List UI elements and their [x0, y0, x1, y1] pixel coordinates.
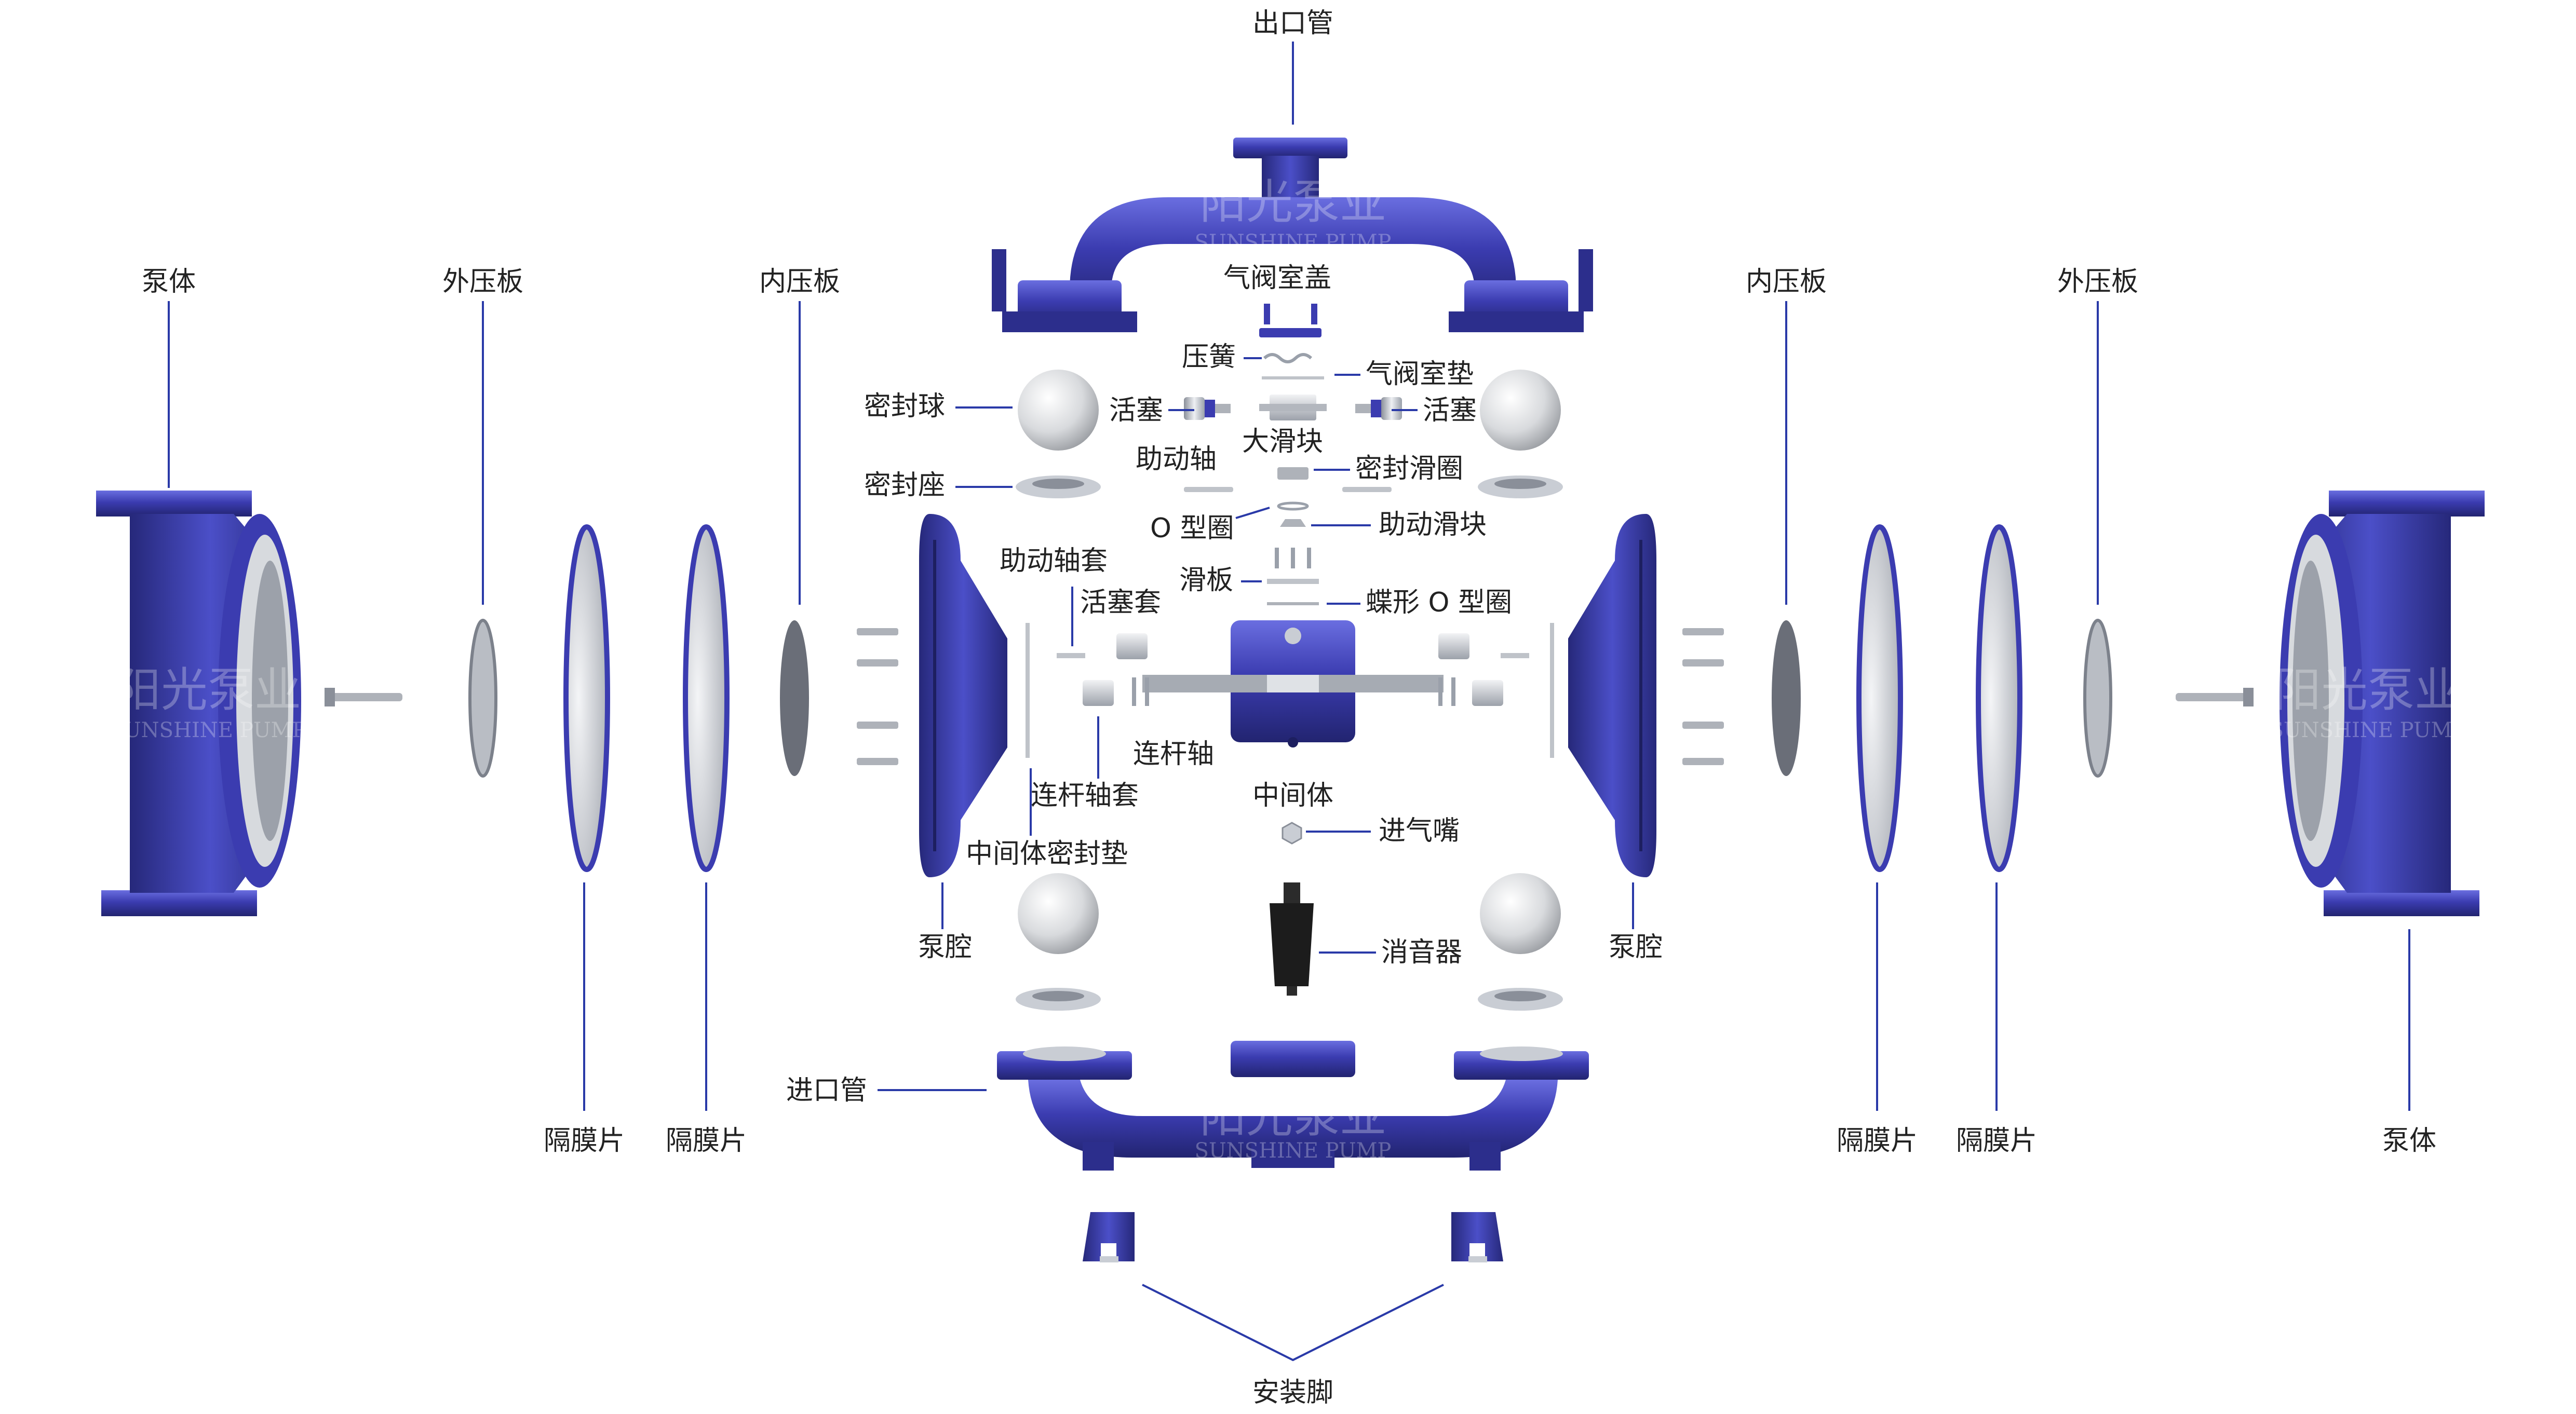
piston-left	[1184, 397, 1231, 420]
seal-seat-top-right	[1478, 475, 1563, 498]
label-butterfly-o-ring: 蝶形 O 型圈	[1366, 587, 1512, 618]
pilot-slider	[1280, 519, 1306, 527]
center-body-gasket-left	[1026, 623, 1030, 758]
watermark: 阳光泵业 SUNSHINE PUMP 阳光泵业 SUNSHINE PUMP 阳光…	[110, 175, 2466, 1163]
piston-sleeve-right	[1438, 633, 1529, 659]
outer-plate-left-shape	[468, 619, 497, 778]
label-outlet-pipe: 出口管	[1252, 8, 1333, 39]
seal-slip-ring	[1277, 467, 1309, 480]
label-piston-left: 活塞	[1109, 395, 1163, 426]
label-pump-chamber-left: 泵腔	[918, 932, 972, 963]
seal-ball-top-right	[1480, 370, 1561, 451]
mounting-foot-left	[1083, 1212, 1135, 1262]
label-center-body-gasket: 中间体密封垫	[966, 838, 1128, 869]
diaphragm-3-shape	[1856, 524, 1903, 872]
mounting-foot-right	[1451, 1212, 1503, 1262]
pilot-shaft	[1184, 487, 1392, 492]
label-muffler: 消音器	[1381, 937, 1462, 968]
seal-ball-top-left	[1018, 370, 1099, 451]
chamber-bolts-left	[857, 628, 898, 765]
svg-text:SUNSHINE PUMP: SUNSHINE PUMP	[110, 718, 306, 742]
center-body	[1142, 620, 1444, 747]
butterfly-o-ring	[1267, 602, 1319, 605]
rod-sleeve-right	[1438, 677, 1503, 706]
inlet-pipe	[997, 1041, 1589, 1171]
label-diaphragm-2: 隔膜片	[666, 1125, 747, 1157]
label-inner-plate-left: 内压板	[759, 266, 840, 297]
center-bolt-left	[325, 688, 402, 706]
diaphragm-4-shape	[1976, 524, 2022, 872]
label-outer-plate-right: 外压板	[2057, 266, 2138, 297]
label-pump-body-left: 泵体	[142, 266, 196, 297]
svg-text:阳光泵业: 阳光泵业	[1199, 175, 1386, 229]
label-piston-sleeve: 活塞套	[1080, 587, 1161, 618]
seal-seat-top-left	[1016, 475, 1101, 498]
seal-seat-bottom-right	[1478, 988, 1563, 1011]
label-pump-body-right: 泵体	[2382, 1125, 2436, 1157]
pump-body-left	[96, 491, 301, 916]
svg-text:阳光泵业: 阳光泵业	[1199, 1089, 1386, 1143]
diaphragm-2-shape	[683, 524, 730, 872]
center-bolt-right	[2176, 688, 2254, 706]
label-o-ring: O 型圈	[1150, 513, 1234, 544]
diaphragm-1-shape	[563, 524, 610, 872]
label-seal-seat: 密封座	[864, 470, 945, 501]
pump-chamber-right	[1568, 514, 1656, 877]
svg-text:阳光泵业: 阳光泵业	[2274, 663, 2461, 717]
label-air-valve-cover: 气阀室盖	[1223, 263, 1331, 294]
seal-ball-bottom-right	[1480, 873, 1561, 954]
pump-chamber-left	[919, 514, 1007, 877]
piston-sleeve-left	[1057, 633, 1148, 659]
piston-right	[1355, 397, 1402, 420]
label-air-inlet: 进气嘴	[1379, 815, 1460, 847]
inner-plate-left	[780, 620, 809, 776]
air-valve-gasket	[1262, 376, 1324, 379]
slide-plate	[1267, 548, 1319, 584]
inner-plate-right	[1772, 620, 1801, 776]
label-pilot-slider: 助动滑块	[1379, 509, 1487, 540]
svg-text:阳光泵业: 阳光泵业	[114, 663, 301, 717]
svg-text:SUNSHINE PUMP: SUNSHINE PUMP	[2270, 718, 2466, 742]
label-pilot-shaft-sleeve: 助动轴套	[1000, 546, 1108, 577]
center-body-gasket-right	[1550, 623, 1554, 758]
spring	[1263, 353, 1313, 363]
outer-plate-right-shape	[2083, 619, 2112, 778]
label-air-valve-gasket: 气阀室垫	[1366, 359, 1474, 390]
svg-text:SUNSHINE PUMP: SUNSHINE PUMP	[1195, 230, 1392, 254]
o-ring	[1277, 501, 1309, 511]
label-diaphragm-4: 隔膜片	[1956, 1125, 2037, 1157]
big-slider	[1259, 395, 1327, 420]
label-center-body: 中间体	[1252, 780, 1333, 811]
label-inlet-pipe: 进口管	[786, 1075, 867, 1106]
label-big-slider: 大滑块	[1242, 426, 1323, 457]
label-seal-slip-ring: 密封滑圈	[1355, 453, 1463, 484]
label-diaphragm-1: 隔膜片	[544, 1125, 625, 1157]
air-inlet	[1282, 822, 1302, 845]
label-pilot-shaft: 助动轴	[1136, 444, 1217, 475]
air-valve-cover	[1259, 304, 1321, 337]
label-diaphragm-3: 隔膜片	[1837, 1125, 1918, 1157]
pump-body-right	[2280, 491, 2485, 916]
seal-seat-bottom-left	[1016, 988, 1101, 1011]
rod-sleeve-left	[1083, 677, 1149, 706]
outlet-pipe	[992, 138, 1593, 332]
muffler	[1270, 882, 1314, 996]
label-inner-plate-right: 内压板	[1746, 266, 1827, 297]
label-pump-chamber-right: 泵腔	[1609, 932, 1663, 963]
leader-o-ring	[1235, 507, 1270, 519]
label-piston-right: 活塞	[1423, 395, 1477, 426]
label-slide-plate: 滑板	[1179, 565, 1233, 596]
label-connecting-rod: 连杆轴	[1133, 739, 1214, 770]
seal-ball-bottom-left	[1018, 873, 1099, 954]
chamber-bolts-right	[1682, 628, 1724, 765]
label-spring: 压簧	[1182, 342, 1236, 373]
label-mounting-feet: 安装脚	[1252, 1377, 1333, 1408]
svg-text:SUNSHINE PUMP: SUNSHINE PUMP	[1195, 1139, 1392, 1163]
label-rod-sleeve: 连杆轴套	[1031, 780, 1139, 811]
leader-mounting-feet	[1142, 1284, 1444, 1362]
label-seal-ball: 密封球	[864, 391, 945, 422]
label-outer-plate-left: 外压板	[442, 266, 523, 297]
